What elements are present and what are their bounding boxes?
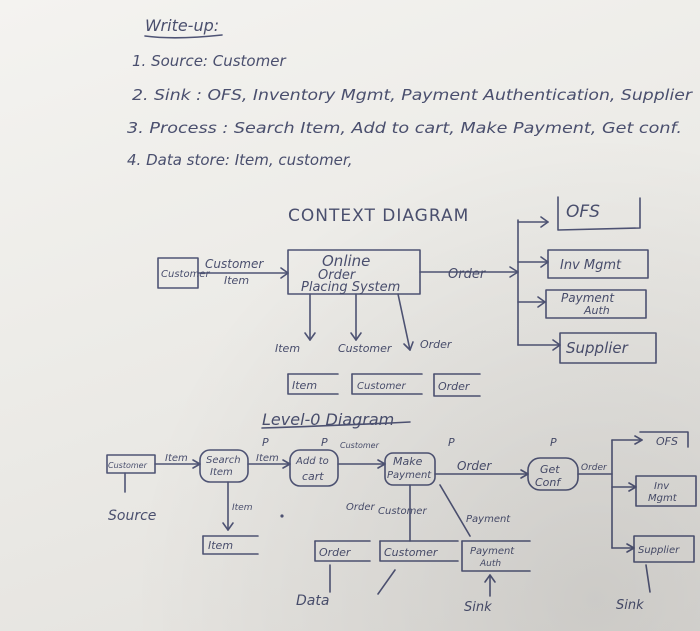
context-sink-pay-2: Auth — [583, 304, 610, 317]
context-process-line1: Online — [322, 252, 370, 270]
context-title: CONTEXT DIAGRAM — [288, 206, 469, 226]
level0-store-item: Item — [208, 539, 233, 552]
writeup-line-3: 3. Process : Search Item, Add to cart, M… — [127, 119, 682, 137]
level0-add-1: Add to — [295, 456, 329, 467]
level0-flow-item: Item — [165, 453, 188, 464]
level0-search-2: Item — [210, 467, 233, 478]
level0-store-pay-1: Payment — [470, 546, 515, 557]
level0-data-label: Data — [296, 593, 329, 609]
level0-p-3: P — [448, 436, 455, 449]
level0-flow-customer: Customer — [340, 441, 380, 450]
context-store-order: Order — [438, 380, 471, 393]
context-sink-sup: Supplier — [566, 339, 629, 357]
level0-customer: Customer — [108, 461, 148, 470]
level0-sink-inv-1: Inv — [654, 481, 670, 492]
context-store-item: Item — [292, 379, 317, 392]
level0-sink-label: Sink — [464, 600, 492, 615]
level0-pay-1: Make — [393, 455, 423, 468]
writeup-line-2: 2. Sink : OFS, Inventory Mgmt, Payment A… — [132, 86, 693, 104]
context-flow-customer2: Customer — [338, 342, 393, 355]
writeup-underline — [144, 34, 223, 39]
context-process-line3: Placing System — [301, 280, 400, 295]
level0-store-order: Order — [319, 546, 352, 559]
level0-sink-sup: Supplier — [638, 545, 680, 556]
context-process-line2: Order — [318, 268, 357, 283]
context-sink-pay-1: Payment — [561, 291, 615, 305]
level0-search-1: Search — [206, 455, 241, 466]
level0-store-pay-2: Auth — [479, 559, 501, 569]
level0-shapes — [106, 421, 697, 597]
level0-flow-item2: Item — [256, 453, 279, 464]
level0-p-1: P — [262, 436, 269, 449]
level0-source-label: Source — [108, 508, 156, 524]
context-customer: Customer — [161, 269, 210, 280]
level0-flow-item3: Item — [232, 503, 253, 513]
level0-flow-order3: Order — [346, 502, 375, 513]
context-flow-customer: Customer — [205, 257, 264, 271]
context-sink-inv: Inv Mgmt — [560, 258, 622, 273]
context-flow-item: Item — [224, 274, 249, 287]
level0-pay-2: Payment — [387, 470, 432, 481]
level0-store-customer: Customer — [384, 546, 439, 559]
context-sink-ofs: OFS — [566, 202, 600, 222]
level0-add-2: cart — [302, 470, 324, 483]
level0-p-2: P — [321, 436, 328, 449]
level0-conf-1: Get — [540, 463, 560, 476]
context-flow-order2: Order — [420, 338, 453, 351]
ink-dot — [280, 514, 284, 518]
level0-sink-ofs: OFS — [656, 435, 678, 448]
level0-flow-customer3: Customer — [378, 506, 427, 517]
context-flow-item2: Item — [275, 342, 300, 355]
context-store-customer: Customer — [357, 381, 406, 392]
level0-flow-order2: Order — [581, 463, 608, 473]
level0-p-4: P — [550, 436, 557, 449]
level0-flow-order: Order — [457, 459, 492, 473]
context-shapes — [157, 196, 657, 397]
level0-sink-inv-2: Mgmt — [648, 493, 678, 504]
level0-conf-2: Conf — [535, 476, 562, 489]
writeup-line-4: 4. Data store: Item, customer, — [127, 151, 352, 169]
writeup-line-1: 1. Source: Customer — [132, 52, 286, 70]
writeup-heading: Write-up: — [145, 16, 219, 35]
context-order-flow: Order — [448, 267, 487, 282]
level0-sink-label2: Sink — [616, 598, 644, 613]
level0-flow-payment: Payment — [466, 514, 511, 525]
